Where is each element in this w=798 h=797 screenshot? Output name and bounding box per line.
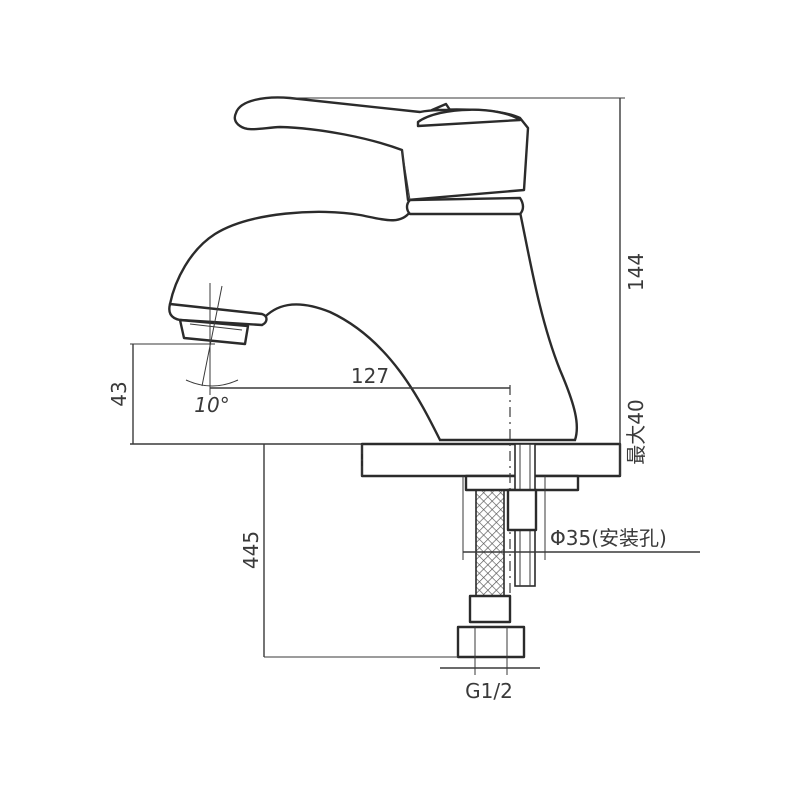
supply-hose (456, 488, 538, 659)
label-max-deck: 最大40 (624, 399, 648, 464)
dim-angle: 10° (185, 285, 239, 417)
label-spout-reach: 127 (351, 364, 389, 388)
faucet-handle (233, 96, 530, 202)
dim-spout-reach: 127 (209, 283, 510, 395)
label-thread: G1/2 (465, 679, 513, 703)
label-angle: 10° (194, 393, 229, 417)
dim-spout-height: 43 (107, 343, 215, 444)
dim-deck-thickness: 最大40 (619, 399, 648, 476)
label-mount-hole: Φ35(安装孔) (550, 526, 667, 550)
dim-hose-length: 445 (239, 444, 458, 658)
label-height-total: 144 (624, 253, 648, 291)
dim-thread: G1/2 (440, 657, 540, 703)
label-hose-length: 445 (239, 531, 263, 569)
label-spout-height: 43 (107, 381, 131, 406)
faucet-body (168, 196, 579, 442)
dim-height-total: 144 (290, 97, 648, 444)
dim-mount-hole: Φ35(安装孔) (462, 476, 700, 560)
